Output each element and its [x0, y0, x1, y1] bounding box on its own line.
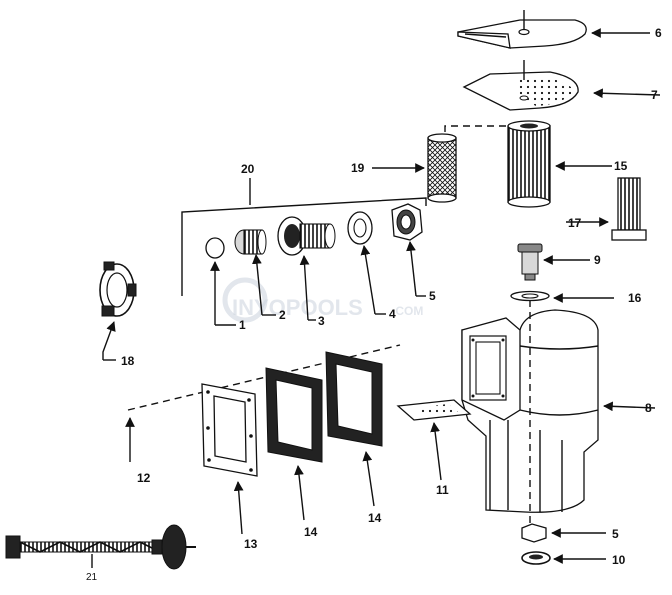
- watermark-brand: INYOPOOLS: [232, 295, 363, 320]
- part-6-lid: [457, 10, 587, 49]
- callout-14-a: 14: [304, 525, 318, 539]
- part-5-nut-lower: [521, 523, 547, 543]
- callout-12: 12: [137, 471, 151, 485]
- callout-3: 3: [318, 314, 325, 328]
- callout-6: 6: [655, 26, 662, 40]
- part-14-gasket-b: [325, 351, 383, 447]
- watermark: INYOPOOLS .COM: [222, 277, 423, 323]
- callout-7: 7: [651, 88, 658, 102]
- part-3-threaded-fitting: [277, 216, 336, 256]
- callout-19: 19: [351, 161, 365, 175]
- callout-4: 4: [389, 307, 396, 321]
- callout-5-lower: 5: [612, 527, 619, 541]
- callout-11: 11: [436, 483, 449, 497]
- callout-15: 15: [614, 159, 628, 173]
- part-11-weir-door: [396, 399, 472, 421]
- part-5-nut-upper: [391, 203, 423, 241]
- part-4-washer: [347, 211, 373, 245]
- part-7-strainer-plate: [462, 60, 579, 111]
- callout-5-upper: 5: [429, 289, 436, 303]
- callout-17: 17: [568, 216, 582, 230]
- callout-20: 20: [241, 162, 255, 176]
- part-14-gasket-a: [265, 367, 323, 463]
- callout-8: 8: [645, 401, 652, 415]
- part-10-lock-ring: [521, 551, 551, 565]
- part-1-plug: [205, 237, 225, 259]
- part-20-bracket: [181, 197, 427, 296]
- part-19-mesh-sleeve: [427, 133, 457, 203]
- part-2-threaded-insert: [234, 229, 267, 255]
- callout-10: 10: [612, 553, 626, 567]
- part-13-face-plate: [201, 383, 258, 477]
- callout-16: 16: [628, 291, 642, 305]
- part-16-gasket: [510, 290, 550, 302]
- callout-21: 21: [86, 572, 98, 583]
- callout-13: 13: [244, 537, 258, 551]
- callout-2: 2: [279, 308, 286, 322]
- callout-14-b: 14: [368, 511, 382, 525]
- part-17-extension: [611, 177, 647, 241]
- part-15-filter-cartridge: [507, 120, 551, 208]
- part-9-fitting: [517, 243, 543, 281]
- part-8-skimmer-body: [461, 300, 599, 530]
- part-21-vacuum-adapter: [5, 524, 196, 570]
- callout-1: 1: [239, 318, 246, 332]
- watermark-domain: .COM: [392, 304, 423, 318]
- part-18-adapter: [99, 261, 137, 317]
- callout-18: 18: [121, 354, 135, 368]
- callout-9: 9: [594, 253, 601, 267]
